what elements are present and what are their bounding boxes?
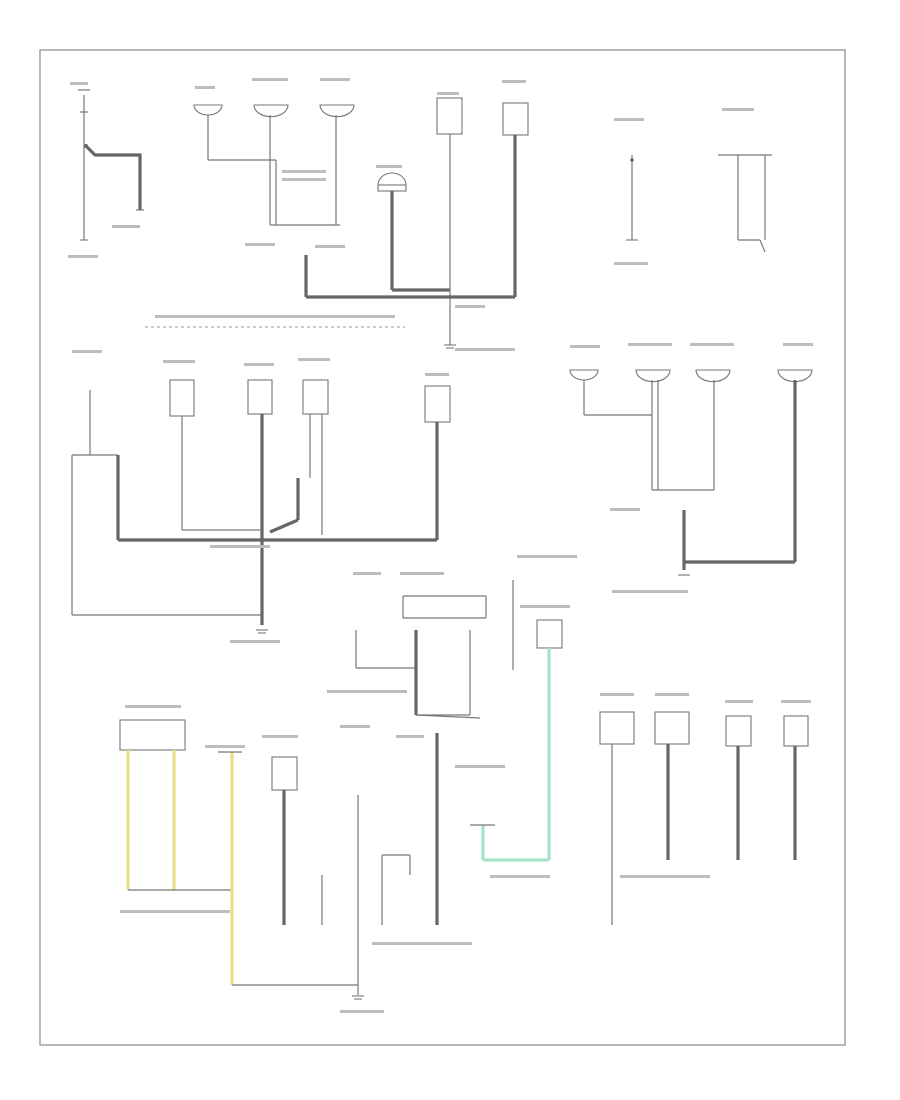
bottom-left-ground-section — [119, 719, 439, 1000]
bottom-right-ground-section — [599, 711, 809, 925]
center-connector-section — [355, 580, 563, 862]
lamp-ground-section — [193, 97, 529, 349]
mid-right-ground-section — [569, 369, 813, 576]
diagram-frame — [39, 49, 846, 1046]
generator-ground-section — [626, 154, 772, 253]
faint-label-marks — [68, 78, 813, 1013]
battery-ground-section — [78, 89, 144, 241]
mid-left-ground-section — [71, 379, 451, 634]
